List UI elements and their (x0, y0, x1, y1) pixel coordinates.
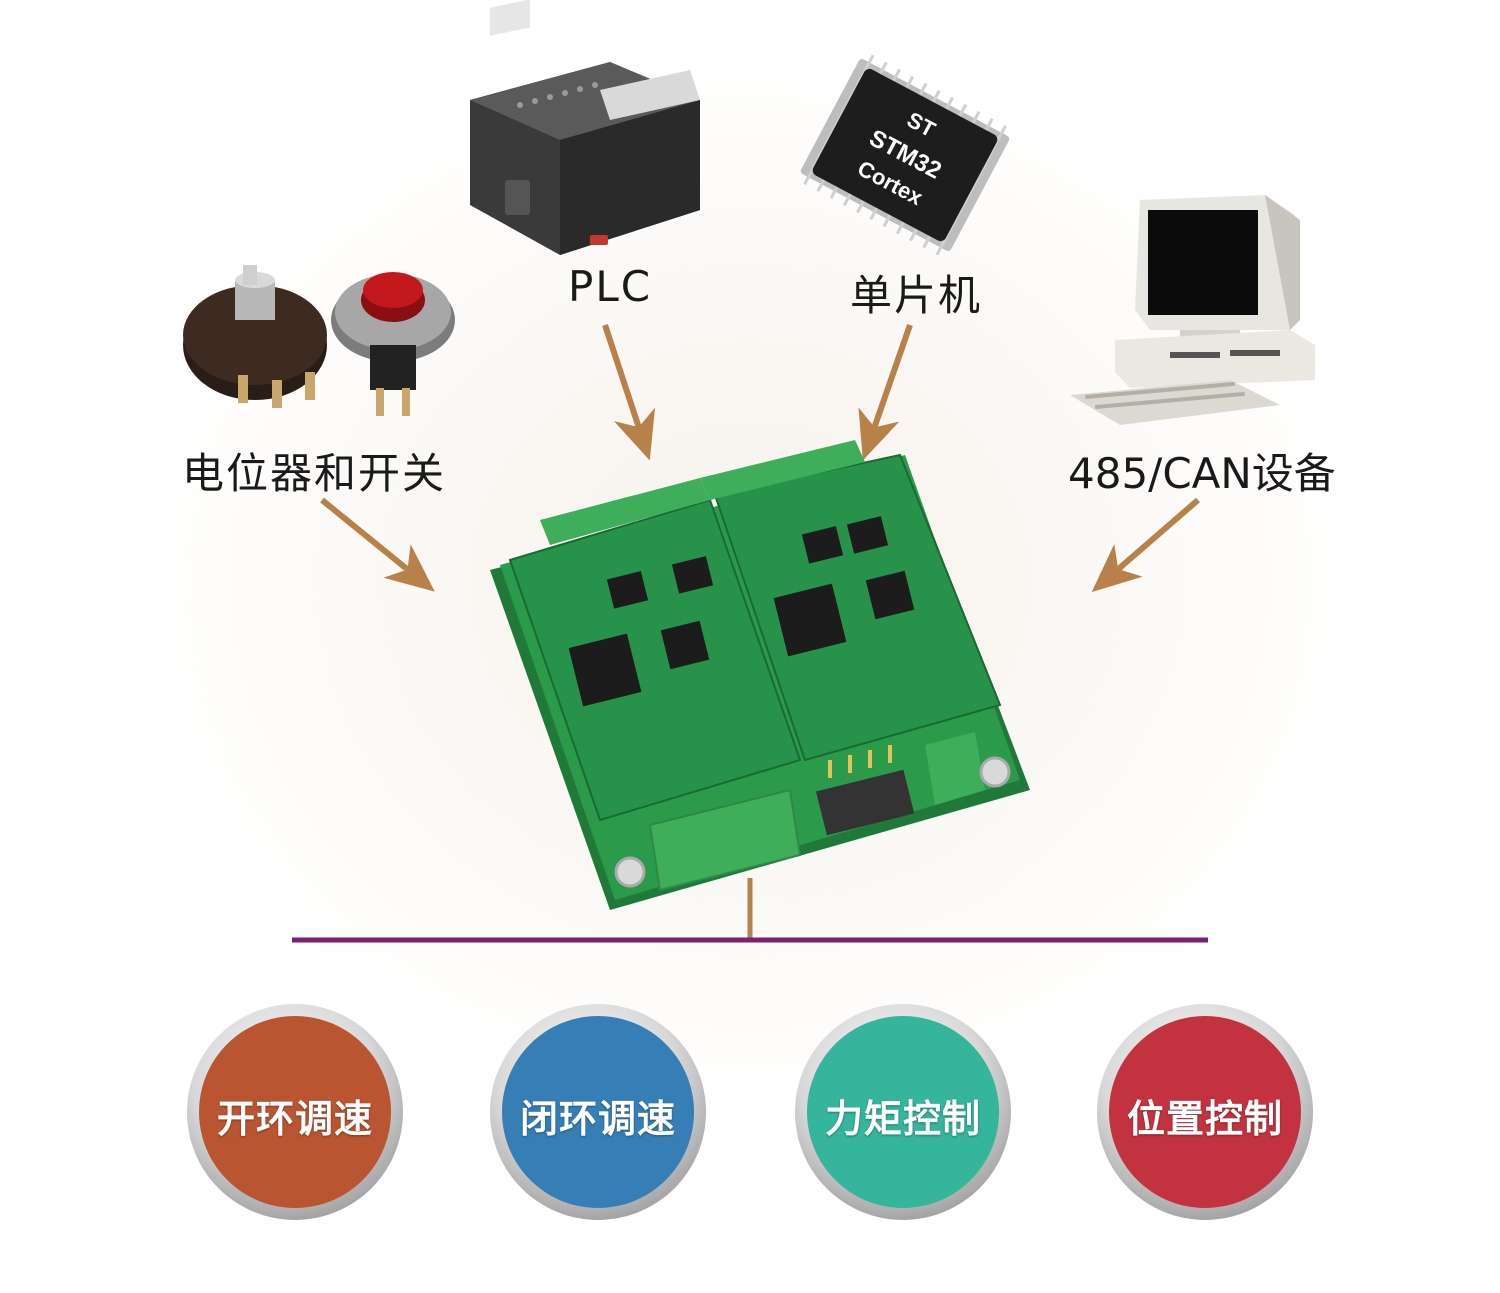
source-label-can: 485/CAN设备 (1068, 449, 1336, 498)
mode-circle-position (1097, 1004, 1313, 1220)
arrow-mcu (858, 324, 913, 461)
source-label-plc: PLC (568, 262, 653, 311)
mode-circle-open-loop (187, 1004, 403, 1220)
connector-tree (292, 878, 1208, 1003)
potentiometer-icon (183, 265, 327, 408)
source-label-mcu: 单片机 (850, 271, 983, 320)
desktop-computer-icon (1070, 195, 1315, 425)
mode-label-open-loop: 开环调速 (216, 1097, 373, 1141)
arrow-plc (602, 324, 656, 461)
mode-circle-closed-loop (490, 1004, 706, 1220)
motor-driver-board-icon (490, 440, 1030, 910)
arrows (320, 324, 1200, 593)
arrow-can (1091, 497, 1200, 593)
mode-label-position: 位置控制 (1126, 1097, 1283, 1141)
arrow-potentiometer (320, 497, 435, 592)
plc-device-icon (470, 0, 700, 255)
mode-label-torque: 力矩控制 (824, 1097, 981, 1141)
push-switch-icon (331, 272, 455, 416)
mode-circle-torque (795, 1004, 1011, 1220)
stm32-chip-icon: ST STM32 Cortex (800, 54, 1010, 256)
mode-label-closed-loop: 闭环调速 (519, 1097, 676, 1141)
source-label-potentiometer: 电位器和开关 (182, 449, 447, 498)
